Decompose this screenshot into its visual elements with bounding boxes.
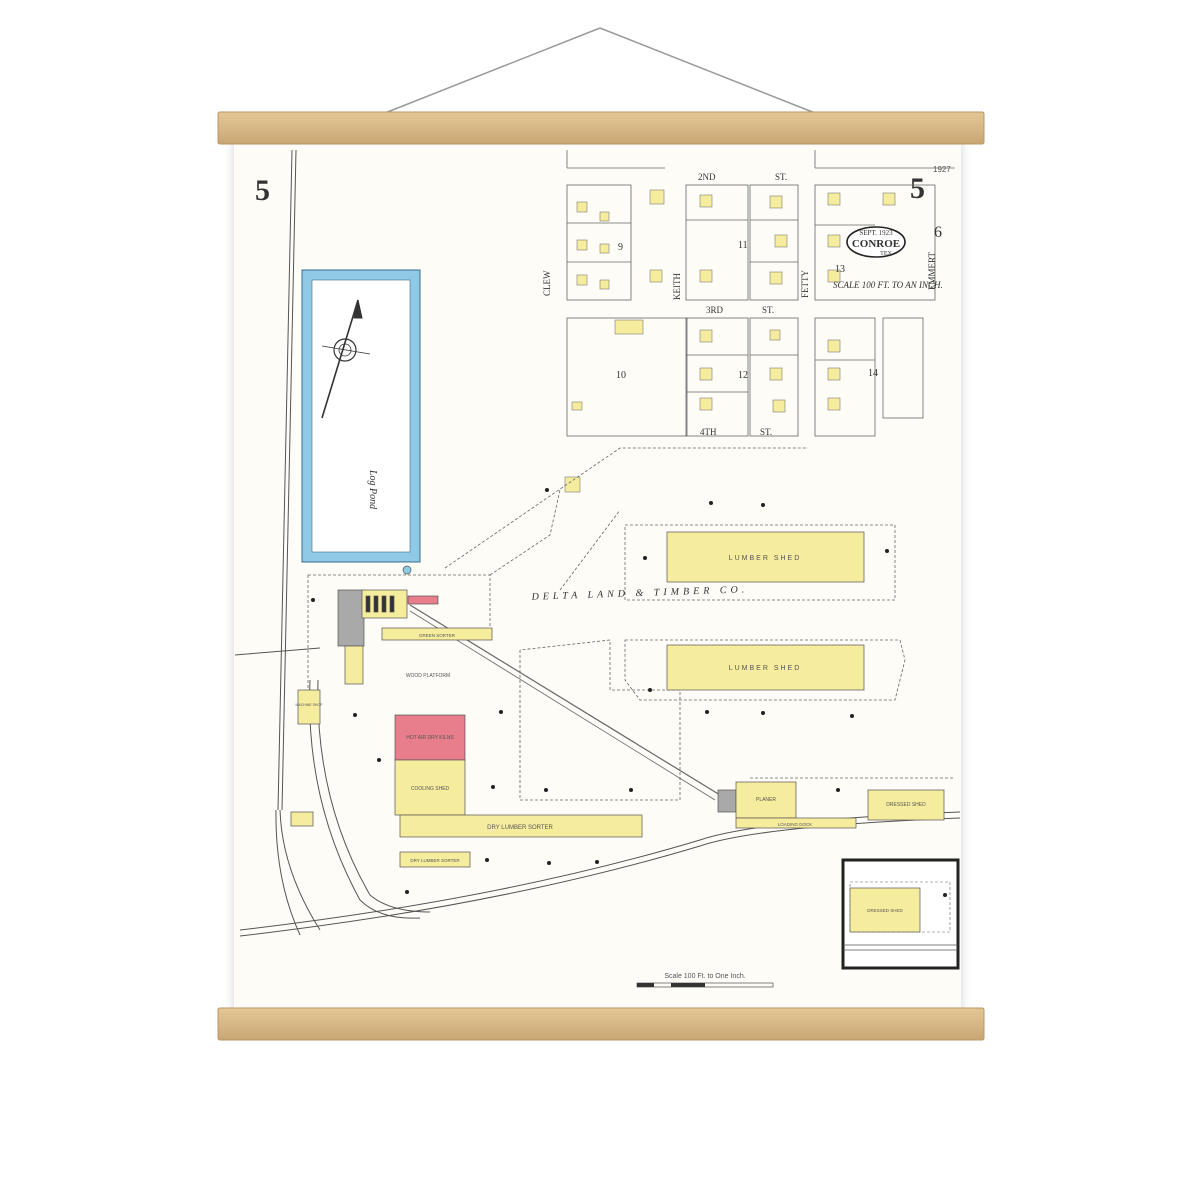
loading-dock-label: LOADING DOCK	[778, 822, 813, 827]
street-keith: KEITH	[672, 273, 682, 300]
dry-lumber-sorter-small-label: DRY LUMBER SORTER	[410, 858, 460, 863]
town-blocks	[564, 150, 955, 493]
dry-lumber-sorter	[399, 814, 643, 838]
title-city: CONROE	[852, 238, 900, 250]
inset-dressed-shed-label: DRESSED SHED	[867, 908, 903, 913]
block-12: 12	[738, 370, 748, 381]
block-11: 11	[738, 240, 748, 251]
lumber-shed-1-label: LUMBER SHED	[729, 555, 802, 562]
block-14: 14	[868, 368, 878, 379]
street-3rd: 3RD	[706, 305, 724, 315]
dry-kilns-label: HOT AIR DRY KILNS	[406, 735, 454, 741]
street-2nd-st: ST.	[775, 172, 787, 182]
log-pond-label: Log Pond	[367, 469, 378, 510]
compass-rose-icon	[321, 299, 371, 419]
street-labels: 2ND ST. 3RD ST. 4TH ST. CLEW KEITH FETTY…	[542, 172, 937, 437]
green-sorter-label: GREEN SORTER	[419, 633, 456, 638]
street-4th: 4TH	[700, 427, 717, 437]
dressed-shed-label: DRESSED SHED	[886, 802, 926, 808]
street-emmert: EMMERT	[927, 252, 937, 290]
wood-platform-label: WOOD PLATFORM	[406, 673, 450, 679]
lumber-shed-1	[666, 531, 865, 583]
street-clew: CLEW	[542, 270, 552, 296]
scale-caption: Scale 100 Ft. to One Inch.	[664, 973, 745, 980]
cooling-shed	[394, 759, 466, 816]
planer-label: PLANER	[756, 797, 776, 803]
sawmill-complex	[290, 565, 493, 827]
block-10: 10	[616, 370, 626, 381]
street-4th-st: ST.	[760, 427, 772, 437]
inset-map: DRESSED SHED	[841, 858, 960, 970]
street-fetty: FETTY	[800, 270, 810, 298]
block-numbers: 9 10 11 12 13 14	[616, 240, 878, 381]
planer-mill	[717, 781, 945, 829]
page-number-right: 5	[910, 172, 925, 205]
title-cartouche: SEPT. 1923 CONROE TEX	[846, 226, 906, 258]
dry-lumber-sorter-small	[399, 851, 471, 868]
title-date: SEPT. 1923	[859, 229, 893, 237]
machine-shop-label: MACHINE SHOP	[295, 703, 323, 707]
lumber-shed-2-label: LUMBER SHED	[729, 665, 802, 672]
street-2nd: 2ND	[698, 172, 716, 182]
scale-bar: Scale 100 Ft. to One Inch.	[636, 973, 774, 988]
hanging-wire	[384, 27, 816, 114]
block-9: 9	[618, 242, 623, 253]
lumber-shed-2	[666, 644, 865, 691]
street-3rd-st: ST.	[762, 305, 774, 315]
dry-lumber-sorter-label: DRY LUMBER SORTER	[487, 825, 553, 831]
adjoining-sheet: 6	[934, 224, 942, 241]
bottom-hanger-bar	[217, 1007, 985, 1041]
block-13: 13	[835, 264, 845, 275]
page-number: 5	[255, 174, 270, 207]
dry-kilns	[394, 714, 466, 761]
log-pond: Log Pond	[301, 269, 421, 563]
title-scale: SCALE 100 FT. TO AN INCH.	[833, 280, 943, 290]
title-state: TEX	[880, 251, 892, 257]
cooling-shed-label: COOLING SHED	[411, 786, 450, 792]
index-number: 1927	[933, 165, 951, 174]
hydrant-markers	[311, 488, 947, 897]
top-hanger-bar	[217, 111, 985, 145]
conveyor-line-2	[409, 610, 716, 801]
